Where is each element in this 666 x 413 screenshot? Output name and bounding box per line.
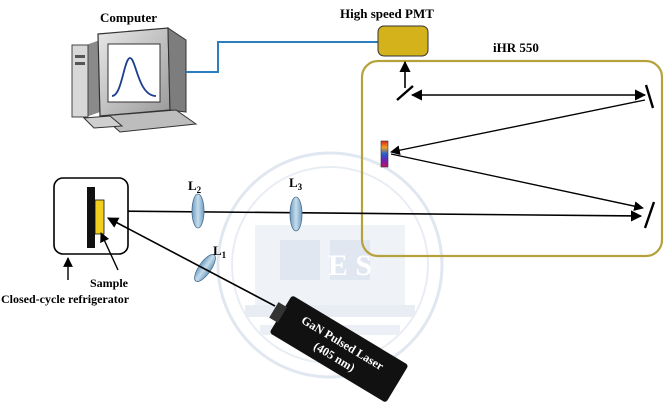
sample-label: Sample [90, 276, 129, 290]
computer-label: Computer [100, 10, 157, 25]
pulse-curve-icon [111, 57, 157, 97]
grating-in-beam [390, 99, 646, 156]
grating-out-beam [390, 153, 644, 211]
excitation-beam [107, 217, 276, 307]
pmt-detector [377, 25, 429, 57]
lens-l3-label: L3 [289, 175, 303, 192]
lens-l2 [191, 193, 205, 229]
pmt-label: High speed PMT [340, 6, 434, 21]
lens-l2-label: L2 [188, 178, 202, 195]
focusing-mirror [644, 84, 655, 109]
watermark-text: E S [328, 249, 372, 282]
sample-pointer [100, 232, 119, 271]
data-cable [186, 41, 378, 73]
exit-mirror [396, 85, 414, 101]
grating [380, 140, 389, 168]
sample-holder [94, 199, 105, 235]
computer-illustration [71, 27, 198, 133]
collimating-mirror [643, 201, 656, 229]
emission-beam [109, 210, 643, 222]
cold-finger [87, 187, 95, 248]
lens-l1-label: L1 [213, 243, 227, 260]
spectrometer-label: iHR 550 [493, 40, 539, 55]
lens-l3 [289, 196, 303, 232]
spectrometer-box [360, 59, 664, 258]
refrigerator-label: Closed-cycle refrigerator [1, 292, 130, 306]
